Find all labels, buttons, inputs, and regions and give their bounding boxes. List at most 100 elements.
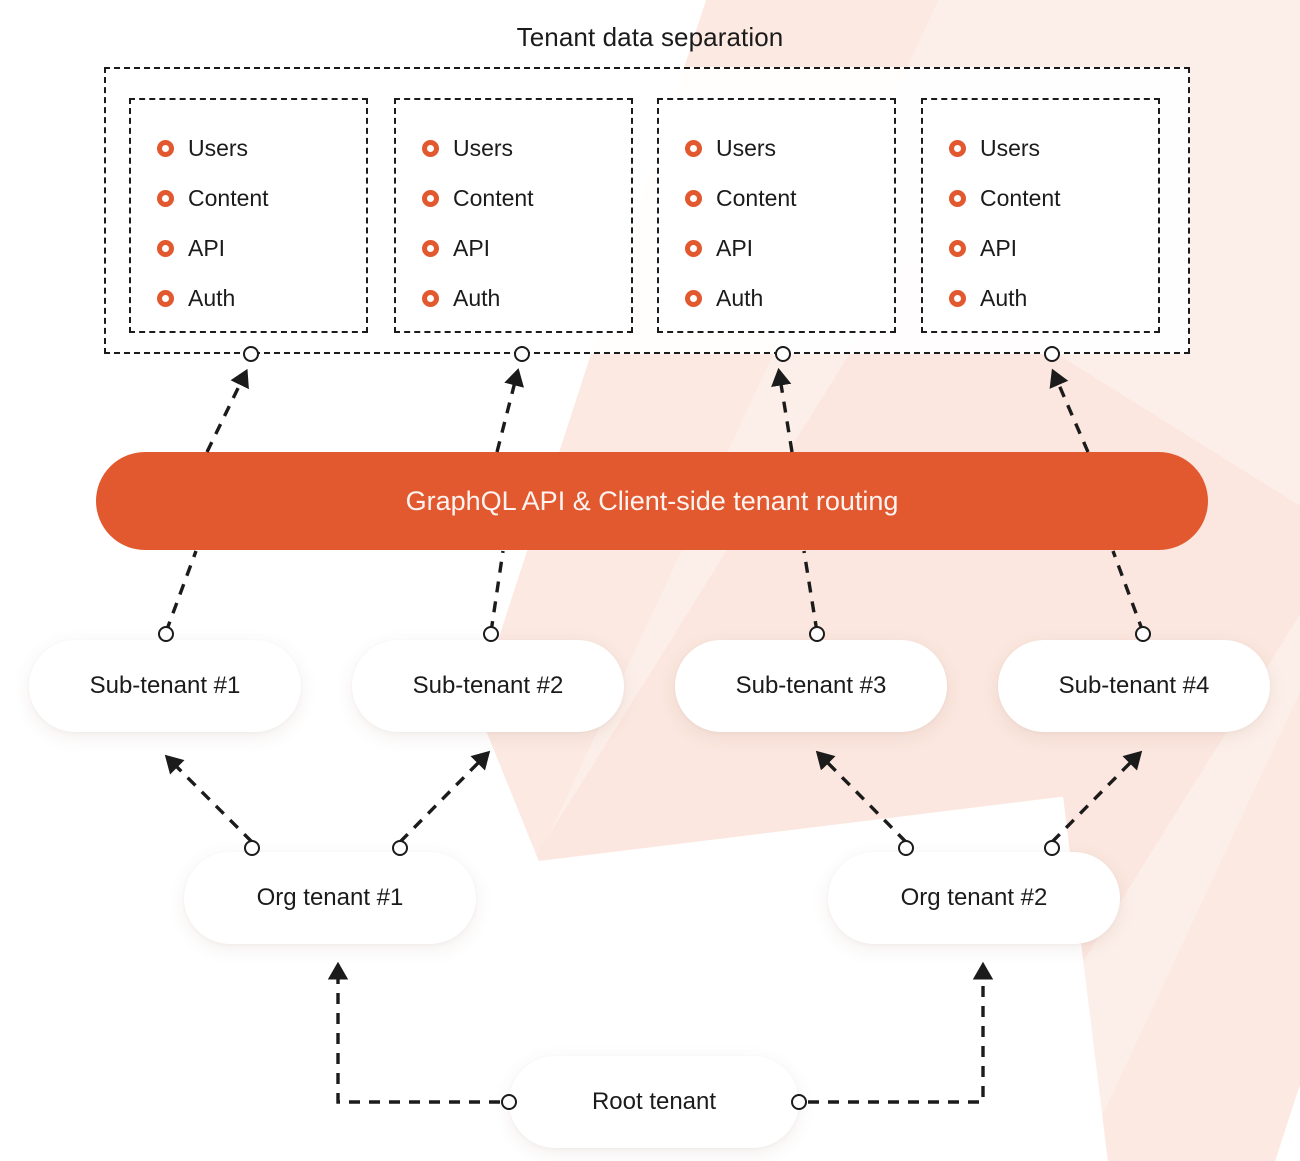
tenant-data-item-label: Auth	[980, 284, 1028, 311]
tenant-data-item-label: Content	[716, 184, 797, 211]
connector-dot-root-tenant-right[interactable]	[791, 1094, 807, 1110]
connector-dot-sub-tenant-3[interactable]	[809, 626, 825, 642]
bullet-ring-icon	[422, 239, 439, 257]
bullet-ring-icon	[422, 289, 439, 307]
bullet-ring-icon	[157, 189, 174, 207]
list-item: Users	[422, 123, 631, 173]
bullet-ring-icon	[949, 139, 966, 157]
tenant-data-list-1: Users Content API Auth	[131, 100, 366, 323]
graphql-api-bar[interactable]: GraphQL API & Client-side tenant routing	[96, 452, 1208, 550]
list-item: API	[422, 223, 631, 273]
sub-tenant-3-node[interactable]: Sub-tenant #3	[675, 640, 947, 732]
bullet-ring-icon	[685, 189, 702, 207]
edge-org-1-to-subtenant-2	[398, 750, 491, 844]
list-item: Content	[949, 173, 1158, 223]
tenant-data-item-label: API	[453, 234, 491, 261]
org-tenant-1-label: Org tenant #1	[256, 884, 404, 911]
sub-tenant-4-label: Sub-tenant #4	[1058, 672, 1210, 699]
tenant-data-list-3: Users Content API Auth	[659, 100, 894, 323]
list-item: Content	[685, 173, 894, 223]
connector-dot-sub-tenant-2[interactable]	[483, 626, 499, 642]
connector-dot-org-tenant-1-right[interactable]	[392, 840, 408, 856]
connector-dot-column-1[interactable]	[243, 346, 259, 362]
tenant-data-column-2: Users Content API Auth	[394, 98, 633, 333]
connector-dot-root-tenant-left[interactable]	[501, 1094, 517, 1110]
list-item: Auth	[422, 273, 631, 323]
tenant-data-list-4: Users Content API Auth	[923, 100, 1158, 323]
tenant-data-item-label: Content	[188, 184, 269, 211]
tenant-data-item-label: API	[980, 234, 1018, 261]
tenant-data-item-label: Auth	[716, 284, 764, 311]
tenant-data-item-label: Auth	[453, 284, 501, 311]
sub-tenant-1-node[interactable]: Sub-tenant #1	[29, 640, 301, 732]
sub-tenant-4-node[interactable]: Sub-tenant #4	[998, 640, 1270, 732]
bullet-ring-icon	[685, 239, 702, 257]
tenant-data-item-label: API	[716, 234, 754, 261]
tenant-data-item-label: Users	[188, 134, 249, 161]
sub-tenant-1-label: Sub-tenant #1	[89, 672, 241, 699]
edge-subtenant-4-to-api	[1111, 550, 1145, 633]
bullet-ring-icon	[157, 239, 174, 257]
list-item: Auth	[685, 273, 894, 323]
edge-subtenant-3-to-api	[802, 550, 819, 633]
list-item: API	[157, 223, 366, 273]
org-tenant-2-node[interactable]: Org tenant #2	[828, 852, 1120, 944]
tenant-data-item-label: Auth	[188, 284, 236, 311]
connector-dot-sub-tenant-1[interactable]	[158, 626, 174, 642]
connector-dot-org-tenant-1-left[interactable]	[244, 840, 260, 856]
edge-api-to-column-1	[205, 368, 249, 453]
root-tenant-label: Root tenant	[591, 1088, 717, 1115]
tenant-data-column-1: Users Content API Auth	[129, 98, 368, 333]
edge-api-to-column-4	[1049, 368, 1090, 453]
org-tenant-2-label: Org tenant #2	[900, 884, 1048, 911]
bullet-ring-icon	[949, 189, 966, 207]
tenant-data-item-label: Content	[453, 184, 534, 211]
tenant-data-separation-group: Users Content API Auth	[104, 67, 1190, 354]
sub-tenant-3-label: Sub-tenant #3	[735, 672, 887, 699]
diagram-title: Tenant data separation	[516, 22, 784, 52]
connector-dot-sub-tenant-4[interactable]	[1135, 626, 1151, 642]
tenant-data-item-label: Users	[453, 134, 514, 161]
root-tenant-node[interactable]: Root tenant	[509, 1056, 799, 1148]
bullet-ring-icon	[422, 189, 439, 207]
connector-dot-column-3[interactable]	[775, 346, 791, 362]
tenant-data-item-label: Users	[980, 134, 1041, 161]
org-tenant-1-node[interactable]: Org tenant #1	[184, 852, 476, 944]
list-item: API	[949, 223, 1158, 273]
connector-dot-column-4[interactable]	[1044, 346, 1060, 362]
tenant-data-item-label: Content	[980, 184, 1061, 211]
edge-org-1-to-subtenant-1	[164, 754, 254, 844]
bullet-ring-icon	[422, 139, 439, 157]
tenant-data-item-label: Users	[716, 134, 777, 161]
edge-root-to-org-1	[327, 961, 500, 1104]
bullet-ring-icon	[157, 289, 174, 307]
tenant-data-list-2: Users Content API Auth	[396, 100, 631, 323]
tenant-data-item-label: API	[188, 234, 226, 261]
list-item: Users	[949, 123, 1158, 173]
list-item: Auth	[949, 273, 1158, 323]
list-item: Auth	[157, 273, 366, 323]
edge-subtenant-2-to-api	[489, 550, 505, 633]
bullet-ring-icon	[949, 239, 966, 257]
graphql-api-bar-label: GraphQL API & Client-side tenant routing	[405, 485, 899, 516]
tenant-data-column-3: Users Content API Auth	[657, 98, 896, 333]
bullet-ring-icon	[685, 289, 702, 307]
connector-dot-column-2[interactable]	[514, 346, 530, 362]
bullet-ring-icon	[157, 139, 174, 157]
bullet-ring-icon	[685, 139, 702, 157]
edge-subtenant-1-to-api	[164, 550, 198, 633]
edge-root-to-org-2	[808, 961, 994, 1104]
connector-dot-org-tenant-2-left[interactable]	[898, 840, 914, 856]
edge-api-to-column-3	[771, 367, 794, 453]
edge-org-2-to-subtenant-3	[815, 750, 908, 844]
list-item: Users	[685, 123, 894, 173]
sub-tenant-2-node[interactable]: Sub-tenant #2	[352, 640, 624, 732]
sub-tenant-2-label: Sub-tenant #2	[412, 672, 564, 699]
list-item: Content	[157, 173, 366, 223]
edge-org-2-to-subtenant-4	[1050, 750, 1143, 844]
connector-dot-org-tenant-2-right[interactable]	[1044, 840, 1060, 856]
list-item: Users	[157, 123, 366, 173]
edge-api-to-column-2	[495, 368, 525, 453]
